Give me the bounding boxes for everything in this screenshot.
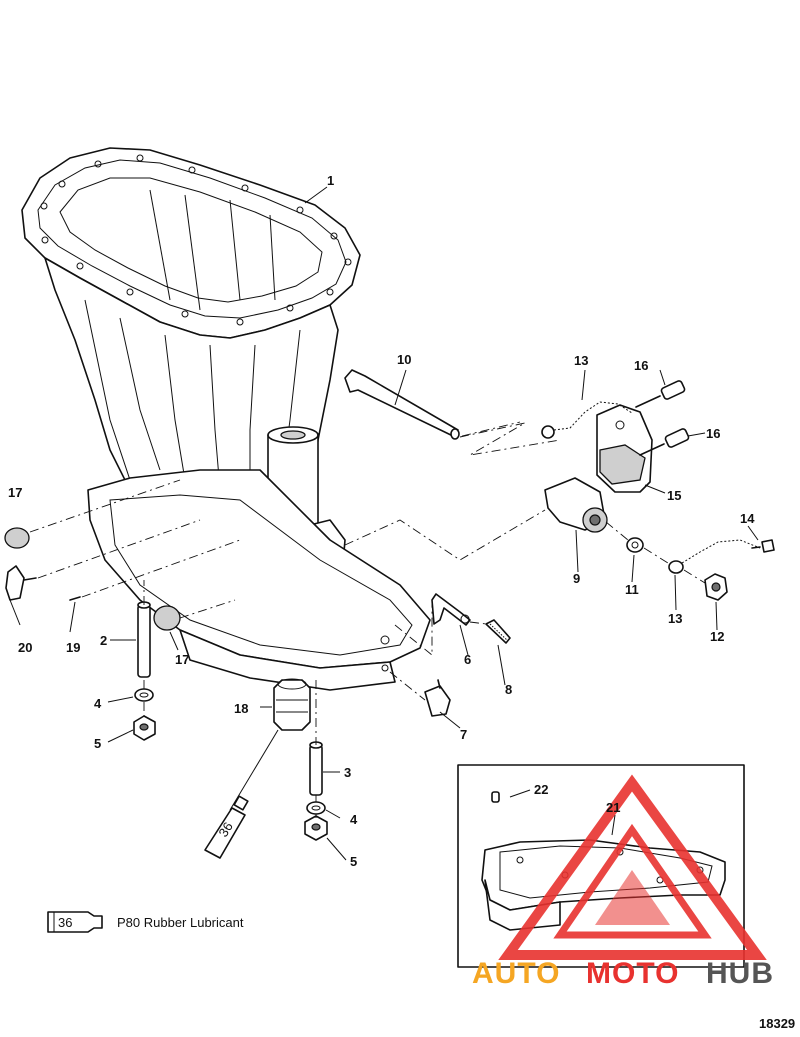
- callout-8: 8: [505, 682, 512, 697]
- water-tube-6: [431, 593, 471, 626]
- callout-18: 18: [234, 701, 248, 716]
- plug-17-center: [153, 605, 181, 631]
- screw-8: [485, 619, 511, 644]
- callout-22: 22: [534, 782, 548, 797]
- callout-14: 14: [740, 511, 755, 526]
- callout-17-left: 17: [8, 485, 22, 500]
- callout-4-center: 4: [350, 812, 358, 827]
- bolt-16-upper: [635, 380, 686, 408]
- nut-5-center: [304, 815, 328, 841]
- bracket-15: [596, 404, 653, 493]
- nut-5-left: [133, 715, 156, 741]
- fitting-7: [424, 679, 451, 717]
- washer-11: [626, 537, 644, 553]
- callout-5-left: 5: [94, 736, 101, 751]
- screw-14: [751, 539, 775, 553]
- bolt-16-lower: [639, 428, 690, 456]
- callout-labels: 1 2 3 4 4 5 5 6 7 8 9 10 11 12 13 13 14 …: [8, 173, 755, 869]
- callout-11: 11: [625, 582, 639, 597]
- callout-4-left: 4: [94, 696, 102, 711]
- watermark-text-moto: MOTO: [586, 957, 679, 990]
- callout-7: 7: [460, 727, 467, 742]
- stud-3: [309, 741, 323, 796]
- washer-4-center: [306, 801, 326, 815]
- callout-19: 19: [66, 640, 80, 655]
- mount-9: [544, 477, 608, 533]
- callout-5-center: 5: [350, 854, 357, 869]
- callout-3: 3: [344, 765, 351, 780]
- plug-17-left: [4, 527, 30, 549]
- callout-pointers: [9, 186, 759, 861]
- watermark-logo: [498, 774, 767, 960]
- callout-2: 2: [100, 633, 107, 648]
- callout-21: 21: [606, 800, 620, 815]
- tube-label: 36: [216, 819, 236, 839]
- ground-wire-13-lower: [668, 539, 761, 574]
- callout-17-center: 17: [175, 652, 189, 667]
- leader-lines: [29, 421, 706, 818]
- callout-9: 9: [573, 571, 580, 586]
- fitting-20: [5, 565, 37, 601]
- stud-2: [137, 601, 151, 678]
- watermark-text-hub: HUB: [706, 957, 774, 990]
- figure-code: 18329: [759, 1016, 795, 1031]
- legend: 36 P80 Rubber Lubricant: [47, 911, 244, 933]
- legend-text: P80 Rubber Lubricant: [117, 915, 244, 930]
- callout-13-upper: 13: [574, 353, 588, 368]
- callout-1: 1: [327, 173, 334, 188]
- legend-tube-number: 36: [58, 915, 72, 930]
- callout-13-lower: 13: [668, 611, 682, 626]
- callout-16-upper: 16: [634, 358, 648, 373]
- grommet-18: [273, 678, 311, 731]
- lubricant-tube: [204, 795, 249, 859]
- pin-19: [69, 596, 81, 601]
- nut-12: [704, 573, 728, 601]
- driveshaft-housing: [21, 147, 431, 691]
- callout-10: 10: [397, 352, 411, 367]
- callout-15: 15: [667, 488, 681, 503]
- washer-4-left: [134, 688, 154, 702]
- ground-wire-13-upper: [541, 401, 633, 439]
- callout-16-lower: 16: [706, 426, 720, 441]
- callout-12: 12: [710, 629, 724, 644]
- callout-20: 20: [18, 640, 32, 655]
- callout-6: 6: [464, 652, 471, 667]
- watermark-text-auto: AUTO: [472, 957, 560, 990]
- long-bolt-10: [344, 369, 460, 440]
